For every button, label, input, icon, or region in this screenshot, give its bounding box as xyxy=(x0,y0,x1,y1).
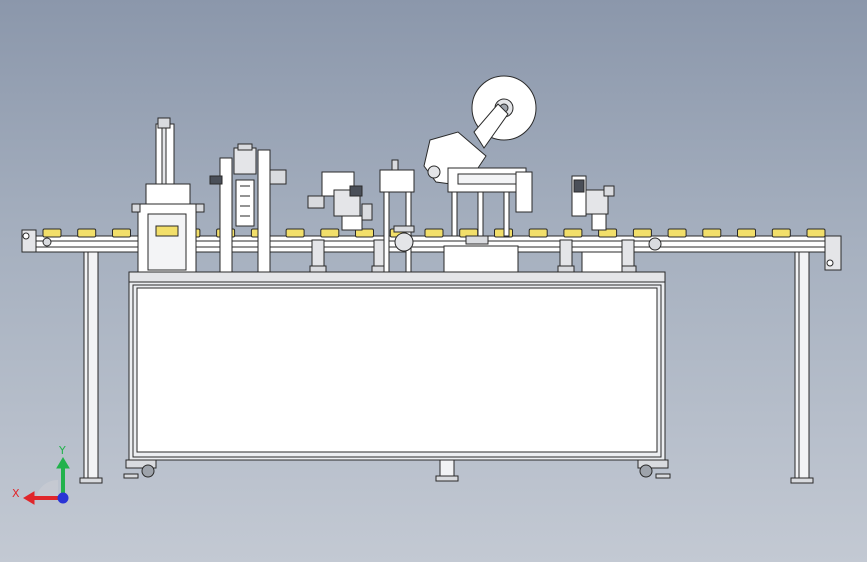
product-item xyxy=(528,228,548,238)
view-orientation-triad[interactable]: X Y xyxy=(10,440,90,510)
caster-wheel-left xyxy=(123,459,157,479)
press-station xyxy=(131,117,205,273)
conveyor-bracket-1 xyxy=(309,239,327,273)
labeling-station xyxy=(423,75,537,273)
product-item xyxy=(667,228,687,238)
guide-station xyxy=(379,159,415,273)
inspection-station xyxy=(571,175,623,273)
product-item xyxy=(702,228,722,238)
product-item xyxy=(355,228,374,238)
product-item xyxy=(424,228,444,238)
caster-wheel-right xyxy=(637,459,671,479)
product-item xyxy=(632,228,652,238)
arrow-up-icon xyxy=(56,457,70,498)
main-cabinet xyxy=(128,271,666,461)
product-item xyxy=(42,228,62,238)
product-item xyxy=(598,228,618,238)
product-item xyxy=(806,228,826,238)
x-axis-label: X xyxy=(12,487,20,500)
cabinet-door-panel xyxy=(136,287,658,453)
motor-station xyxy=(307,171,373,231)
triad-z-axis xyxy=(36,479,58,498)
cabinet-leg-center xyxy=(435,459,459,482)
conveyor-leg-right xyxy=(790,251,814,484)
product-item xyxy=(77,228,97,238)
product-item xyxy=(112,228,131,238)
product-item xyxy=(737,228,756,238)
product-item xyxy=(285,228,305,238)
conveyor-bracket-3 xyxy=(557,239,575,273)
product-item xyxy=(320,228,340,238)
conveyor-bracket-2 xyxy=(371,239,389,273)
y-axis-label: Y xyxy=(58,444,66,457)
conveyor-leg-left xyxy=(79,251,103,484)
dot-origin-icon xyxy=(57,492,69,504)
product-item xyxy=(563,228,583,238)
column-station xyxy=(209,143,287,273)
product-item xyxy=(771,228,791,238)
conveyor-belt xyxy=(21,229,842,271)
